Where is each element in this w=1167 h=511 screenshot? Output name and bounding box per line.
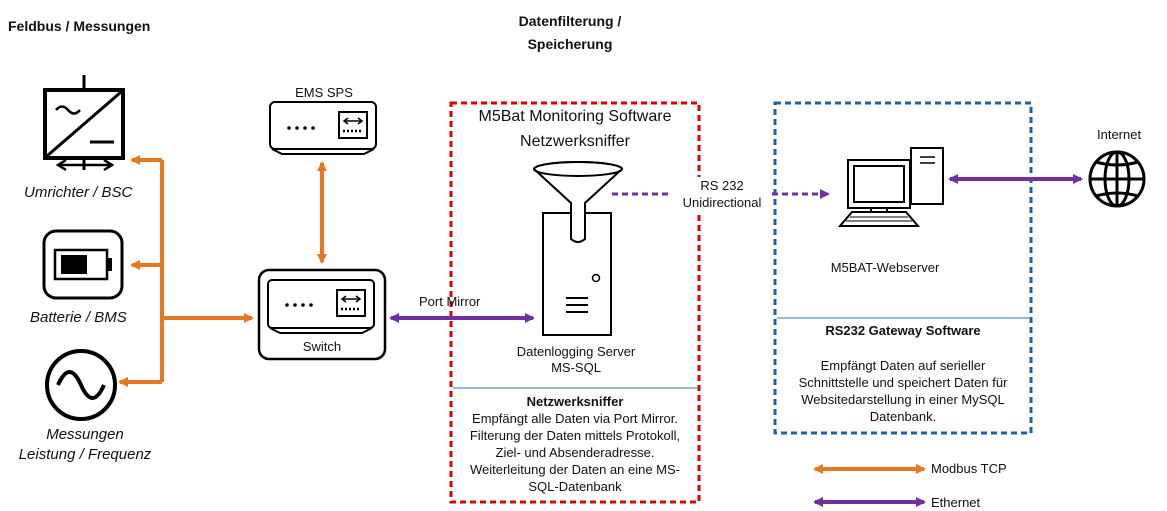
port-mirror-label: Port Mirror [419,294,481,309]
monitoring-title-line2: Netzwerksniffer [520,133,630,150]
modbus-bus-lines [118,155,327,387]
heading-filter-line2: Speicherung [527,36,613,52]
rs232-label-line1: RS 232 [672,177,772,194]
heading-filter-line1: Datenfilterung / [518,13,622,29]
monitoring-title-line1: M5Bat Monitoring Software [478,108,672,125]
ac-measurement-icon [45,349,117,421]
ems-sps-label: EMS SPS [295,85,353,100]
messungen-label-line1: Messungen [46,426,124,443]
ems-sps-device [269,101,377,155]
messungen-label-line2: Leistung / Frequenz [18,446,152,463]
gateway-info-title: RS232 Gateway Software [825,323,981,338]
monitoring-software-box [449,101,701,504]
batterie-label: Batterie / BMS [30,309,127,326]
legend-ethernet-label: Ethernet [931,495,981,510]
legend-modbus-label: Modbus TCP [931,461,1007,476]
switch-device [257,268,387,361]
internet-label: Internet [1097,127,1142,142]
gateway-software-box [773,101,1033,435]
umrichter-label: Umrichter / BSC [24,184,133,201]
rs232-label-line2: Unidirectional [672,194,772,211]
server-label-line2: MS-SQL [551,360,601,375]
battery-icon [42,229,124,300]
monitoring-info-title: Netzwerksniffer [526,394,624,409]
funnel-icon [533,161,623,243]
gateway-info-line: Websitedarstellung in einer MySQL [801,392,1005,407]
monitoring-info-line: Empfängt alle Daten via Port Mirror. [472,411,678,426]
switch-label: Switch [302,339,342,354]
server-label-line1: Datenlogging Server [516,344,636,359]
ethernet-lines [389,174,1083,323]
gateway-info-line: Schnittstelle und speichert Daten für [798,375,1008,390]
computer-icon [837,147,944,227]
monitoring-info-line: SQL-Datenbank [528,479,622,494]
monitoring-info-line: Weiterleitung der Daten an eine MS- [469,462,681,477]
inverter-icon [43,75,125,172]
gateway-info-line: Empfängt Daten auf serieller [820,358,986,373]
monitoring-info-line: Ziel- und Absenderadresse. [495,445,655,460]
gateway-info-line: Datenbank. [869,409,937,424]
heading-feldbus: Feldbus / Messungen [8,18,151,34]
webserver-label: M5BAT-Webserver [830,260,940,275]
globe-icon [1088,150,1146,208]
monitoring-info-line: Filterung der Daten mittels Protokoll, [469,428,681,443]
